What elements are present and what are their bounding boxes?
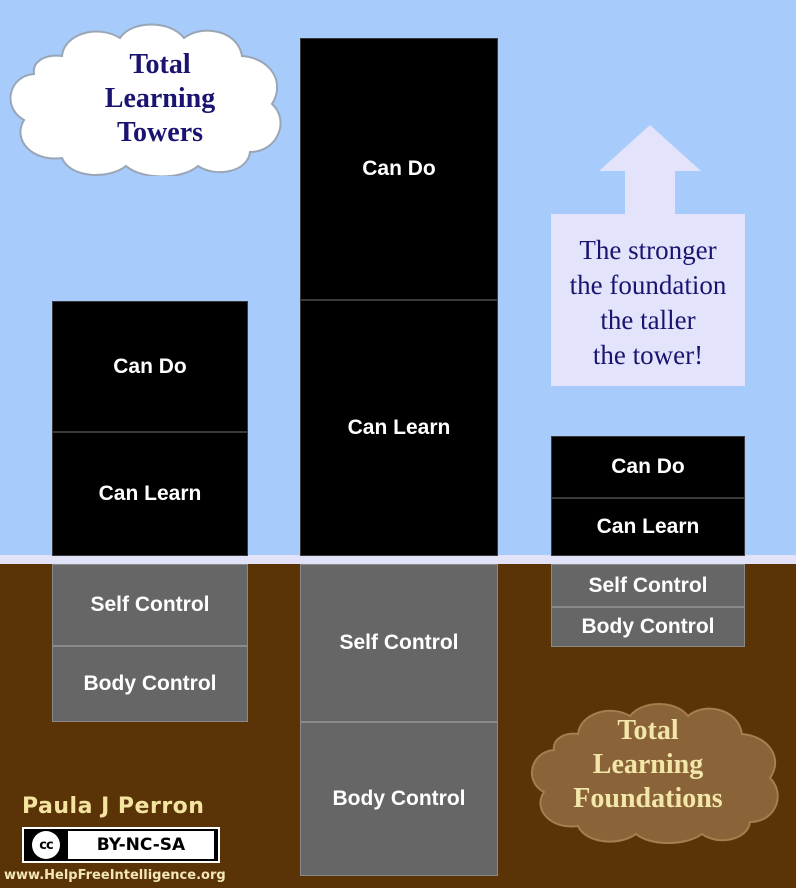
foundation-note: The stronger the foundation the taller t…	[551, 214, 745, 386]
towers-cloud-title: Total Learning Towers	[60, 48, 260, 150]
tower-2-body-control: Body Control	[300, 722, 498, 876]
note-line: the tower!	[592, 340, 704, 370]
tower-1-can-learn: Can Learn	[52, 432, 248, 556]
website-link[interactable]: www.HelpFreeIntelligence.org	[4, 868, 226, 883]
tower-3-can-do: Can Do	[551, 436, 745, 498]
note-line: the taller	[600, 305, 696, 335]
license-label: BY-NC-SA	[68, 831, 214, 859]
foundations-cloud-shape	[531, 703, 779, 844]
tower-1-body-control: Body Control	[52, 646, 248, 722]
note-line: the foundation	[569, 270, 727, 300]
towers-cloud-line: Towers	[116, 117, 204, 148]
tower-2-self-control: Self Control	[300, 564, 498, 722]
creative-commons-icon: cc	[32, 831, 60, 859]
foundations-cloud-line: Total	[617, 715, 679, 746]
foundations-cloud-title: Total Learning Foundations	[548, 714, 748, 816]
tower-1-can-do: Can Do	[52, 301, 248, 432]
tower-2-can-learn: Can Learn	[300, 300, 498, 556]
foundations-cloud-line: Learning	[592, 749, 704, 780]
note-line: The stronger	[579, 235, 717, 265]
ground-line	[0, 555, 796, 564]
tower-1-self-control: Self Control	[52, 564, 248, 646]
towers-cloud-line: Learning	[104, 83, 216, 114]
tower-3-body-control: Body Control	[551, 607, 745, 647]
license-badge[interactable]: cc BY-NC-SA	[22, 827, 220, 863]
towers-cloud-shape	[9, 23, 282, 176]
up-arrow-icon	[599, 125, 701, 218]
tower-3-self-control: Self Control	[551, 564, 745, 607]
foundations-cloud-line: Foundations	[573, 783, 723, 814]
towers-cloud-line: Total	[129, 49, 191, 80]
author-name: Paula J Perron	[22, 794, 205, 819]
tower-3-can-learn: Can Learn	[551, 498, 745, 556]
tower-2-can-do: Can Do	[300, 38, 498, 300]
